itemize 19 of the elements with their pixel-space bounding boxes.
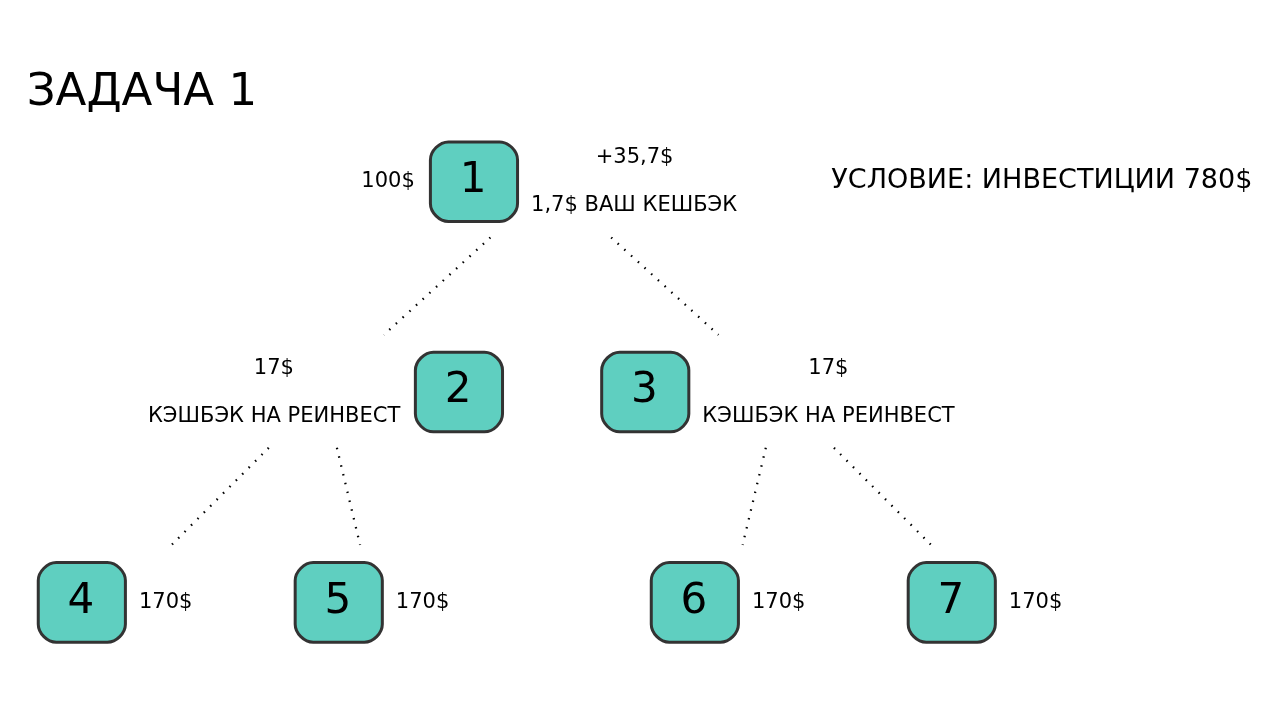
node-label: 170$	[751, 587, 806, 613]
node-label: +35,7$	[595, 142, 674, 168]
node-label: 170$	[1008, 587, 1063, 613]
node-label: КЭШБЭК НА РЕИНВЕСТ	[702, 401, 955, 426]
diagram-title: ЗАДАЧА 1	[26, 62, 258, 116]
node-label: 17$	[253, 353, 294, 379]
connector	[383, 236, 492, 336]
label: УСЛОВИЕ: ИНВЕСТИЦИИ 780$	[831, 162, 1253, 194]
node-label: КЭШБЭК НА РЕИНВЕСТ	[147, 401, 401, 426]
node-label: 170$	[138, 587, 193, 613]
node-label: 1,7$ ВАШ КЕШБЭК	[531, 190, 738, 216]
connector	[335, 447, 362, 545]
node-label: 17$	[808, 353, 849, 379]
node-label: 100$	[361, 166, 415, 192]
connector	[610, 236, 720, 336]
node-label: 170$	[395, 587, 450, 613]
connector	[741, 447, 767, 545]
connector	[833, 446, 932, 546]
connector	[170, 446, 270, 546]
